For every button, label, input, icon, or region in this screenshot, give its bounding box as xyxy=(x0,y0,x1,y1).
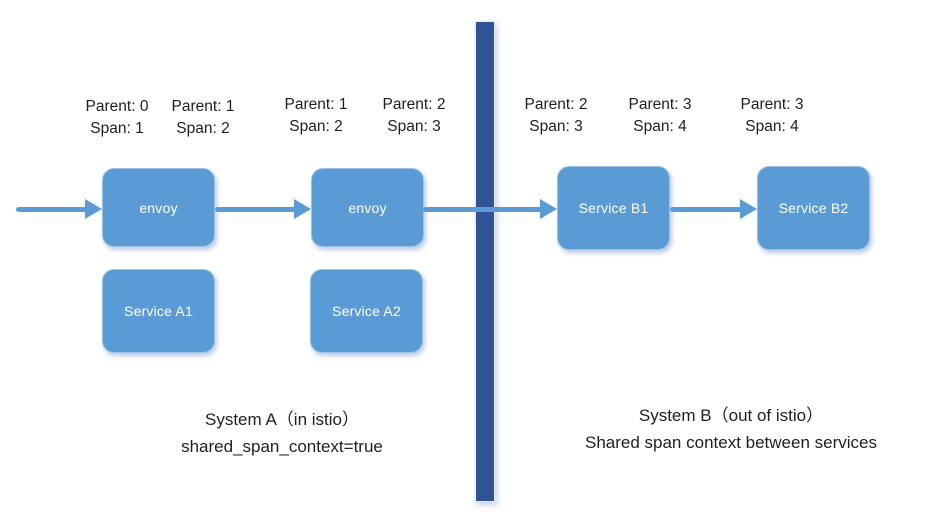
parent-id-text: Parent: 2 xyxy=(524,96,588,113)
arrow-head-icon xyxy=(85,199,102,219)
node-label: Service A1 xyxy=(124,303,193,319)
arrow-head-icon xyxy=(740,199,757,219)
span-id-text: Span: 3 xyxy=(387,118,441,135)
span-context-label-3: Parent: 1 Span: 2 xyxy=(285,94,348,138)
parent-id-text: Parent: 0 xyxy=(85,98,149,115)
node-service-b2: Service B2 xyxy=(757,166,870,250)
node-service-a1: Service A1 xyxy=(102,269,215,353)
node-label: envoy xyxy=(139,199,178,216)
arrow-head-icon xyxy=(294,199,311,219)
span-context-label-7: Parent: 3 Span: 4 xyxy=(741,94,804,138)
parent-id-text: Parent: 3 xyxy=(740,96,804,113)
arrow-shaft xyxy=(16,206,89,212)
span-id-text: Span: 3 xyxy=(529,118,583,135)
span-context-label-6: Parent: 3 Span: 4 xyxy=(629,94,692,138)
node-service-a2: Service A2 xyxy=(310,269,423,353)
system-b-subtitle: Shared span context between services xyxy=(584,433,877,452)
flow-arrow-1 xyxy=(16,199,102,219)
parent-id-text: Parent: 1 xyxy=(284,96,348,113)
node-label: Service A2 xyxy=(332,303,401,319)
span-context-label-2: Parent: 1 Span: 2 xyxy=(172,96,235,140)
node-label: Service B1 xyxy=(578,200,649,216)
system-a-caption: System A（in istio） shared_span_context=t… xyxy=(131,406,433,460)
node-envoy-1: envoy xyxy=(102,168,215,247)
parent-id-text: Parent: 1 xyxy=(171,98,235,115)
flow-arrow-4 xyxy=(670,199,757,219)
arrow-shaft xyxy=(670,206,744,212)
system-b-title: System B（out of istio） xyxy=(638,406,824,425)
node-label: Service B2 xyxy=(778,200,849,216)
system-b-caption: System B（out of istio） Shared span conte… xyxy=(531,402,931,456)
span-id-text: Span: 2 xyxy=(289,118,343,135)
node-envoy-2: envoy xyxy=(311,168,424,247)
parent-id-text: Parent: 2 xyxy=(382,96,446,113)
span-context-label-5: Parent: 2 Span: 3 xyxy=(525,94,588,138)
system-a-subtitle: shared_span_context=true xyxy=(181,437,383,456)
node-label: envoy xyxy=(348,199,387,216)
system-a-title: System A（in istio） xyxy=(205,410,359,429)
arrow-shaft xyxy=(423,206,544,212)
arrow-shaft xyxy=(215,206,298,212)
arrow-head-icon xyxy=(540,199,557,219)
span-id-text: Span: 4 xyxy=(745,118,799,135)
span-id-text: Span: 1 xyxy=(90,120,144,137)
flow-arrow-3 xyxy=(423,199,557,219)
node-service-b1: Service B1 xyxy=(557,166,670,250)
flow-arrow-2 xyxy=(215,199,311,219)
span-context-label-4: Parent: 2 Span: 3 xyxy=(383,94,446,138)
span-id-text: Span: 2 xyxy=(176,120,230,137)
system-boundary-bar xyxy=(475,21,495,502)
span-context-label-1: Parent: 0 Span: 1 xyxy=(86,96,149,140)
parent-id-text: Parent: 3 xyxy=(628,96,692,113)
span-id-text: Span: 4 xyxy=(633,118,687,135)
